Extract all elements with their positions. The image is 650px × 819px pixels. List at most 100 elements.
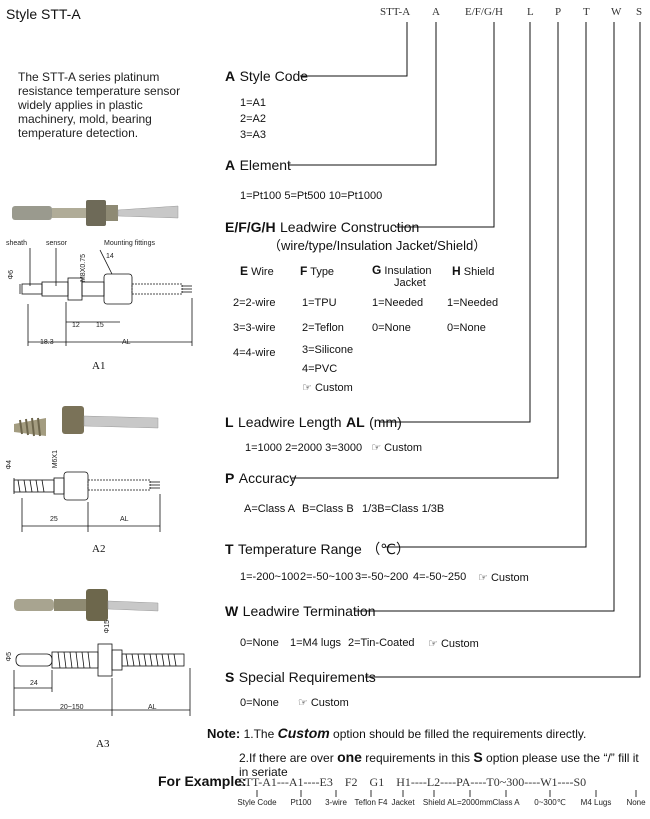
example-cap-jacket: Jacket bbox=[391, 798, 415, 807]
note-line1-a: 1.The bbox=[243, 727, 278, 741]
a3-dim-24: 24 bbox=[30, 680, 38, 687]
section-termination: W Leadwire Termination bbox=[225, 603, 376, 621]
section-style-code: A Style Code bbox=[225, 68, 308, 86]
col-head-e: E Wire bbox=[240, 264, 274, 278]
accuracy-opt-2: B=Class B bbox=[302, 503, 354, 515]
code-efgh: E/F/G/H bbox=[465, 6, 503, 18]
col-h-name: Shield bbox=[463, 266, 495, 278]
example-cap-m4: M4 Lugs bbox=[580, 798, 612, 807]
note-line1-b: Custom bbox=[277, 725, 330, 741]
example-cap-none: None bbox=[626, 798, 646, 807]
section-special: S Special Requirements bbox=[225, 669, 376, 687]
a3-dim-20-150: 20~150 bbox=[60, 704, 84, 711]
leadwire-label: Leadwire Construction bbox=[280, 219, 420, 235]
length-label: Leadwire Length bbox=[238, 414, 342, 430]
temp-opt-1: 1=-200~100 bbox=[240, 571, 300, 583]
style-code-key: A bbox=[225, 68, 236, 84]
length-options: 1=1000 2=2000 3=3000 ☞ Custom bbox=[245, 441, 422, 454]
code-s: S bbox=[636, 6, 643, 18]
example-cap-al: AL=2000mm bbox=[447, 798, 493, 807]
a1-dim-14: 14 bbox=[106, 253, 114, 260]
col-e-key: E bbox=[240, 264, 249, 278]
termination-label: Leadwire Termination bbox=[242, 603, 376, 619]
example-key: For Example: bbox=[158, 773, 247, 789]
temp-key: T bbox=[225, 541, 234, 557]
section-length: L Leadwire Length AL (mm) bbox=[225, 414, 402, 432]
element-options: 1=Pt100 5=Pt500 10=Pt1000 bbox=[240, 190, 383, 202]
note-key: Note: bbox=[207, 726, 241, 741]
col-g-key: G bbox=[372, 263, 382, 277]
temp-opt-3: 3=-50~200 bbox=[355, 571, 409, 583]
a2-dim-al: AL bbox=[120, 516, 129, 523]
length-key: L bbox=[225, 414, 234, 430]
col-f-opt-4: 4=PVC bbox=[302, 363, 338, 375]
style-code-opt-3: 3=A3 bbox=[240, 129, 266, 141]
col-head-g: G Insulation Jacket bbox=[372, 264, 432, 289]
pointing-hand-icon: ☞ bbox=[428, 638, 438, 650]
col-f-opt-2: 2=Teflon bbox=[302, 322, 344, 334]
a1-dim-12: 12 bbox=[72, 322, 80, 329]
col-f-name: Type bbox=[310, 266, 335, 278]
termination-opt-1: 0=None bbox=[240, 637, 279, 649]
page-title: Style STT-A bbox=[6, 6, 81, 22]
example-code: STT-A1---A1----E3 F2 G1 H1----L2----PA--… bbox=[238, 775, 587, 789]
col-head-h: H Shield bbox=[452, 264, 494, 278]
note-line2-c: requirements in this bbox=[361, 751, 474, 765]
example-cap-style-code: Style Code bbox=[237, 798, 277, 807]
temp-unit: （℃） bbox=[366, 541, 410, 557]
special-label: Special Requirements bbox=[238, 669, 376, 685]
a3-photo bbox=[14, 589, 159, 621]
code-p: P bbox=[555, 6, 562, 18]
col-h-opt-2: 0=None bbox=[447, 322, 486, 334]
section-accuracy: P Accuracy bbox=[225, 470, 296, 488]
a1-callout-sensor: sensor bbox=[46, 240, 68, 247]
note-line2-b: one bbox=[337, 749, 362, 765]
element-key: A bbox=[225, 157, 236, 173]
col-e-opt-1: 2=2-wire bbox=[233, 297, 276, 309]
element-label: Element bbox=[239, 157, 291, 173]
note-line-1: Note: 1.The Custom option should be fill… bbox=[207, 725, 586, 741]
length-unit: (mm) bbox=[369, 414, 402, 430]
col-g-opt-2: 0=None bbox=[372, 322, 411, 334]
pointing-hand-icon: ☞ bbox=[302, 382, 312, 394]
section-temp: T Temperature Range （℃） bbox=[225, 539, 410, 559]
leadwire-key: E/F/G/H bbox=[225, 219, 276, 235]
col-g-name: Insulation bbox=[384, 265, 432, 277]
example-cap-pt100: Pt100 bbox=[290, 798, 312, 807]
temp-opt-4: 4=-50~250 bbox=[413, 571, 467, 583]
example-cap-class-a: Class A bbox=[492, 798, 520, 807]
col-f-opt-custom: ☞ Custom bbox=[302, 381, 353, 394]
accuracy-label: Accuracy bbox=[238, 470, 297, 486]
termination-opt-3: 2=Tin-Coated bbox=[348, 637, 415, 649]
pointing-hand-icon: ☞ bbox=[478, 572, 488, 584]
a3-dim-al: AL bbox=[148, 704, 157, 711]
note-line-2: 2.If there are over one requirements in … bbox=[239, 749, 650, 779]
intro-text: The STT-A series platinum resistance tem… bbox=[18, 70, 181, 140]
col-e-name: Wire bbox=[251, 266, 274, 278]
style-code-opt-1: 1=A1 bbox=[240, 97, 266, 109]
example-cap-shield: Shield bbox=[422, 798, 446, 807]
example-cap-3wire: 3-wire bbox=[325, 798, 347, 807]
col-head-f: F Type bbox=[300, 264, 334, 278]
length-options-text: 1=1000 2=2000 3=3000 bbox=[245, 442, 363, 454]
note-line2-d: S bbox=[473, 749, 483, 765]
code-t: T bbox=[583, 6, 590, 18]
pointing-hand-icon: ☞ bbox=[297, 697, 308, 709]
temp-label: Temperature Range bbox=[238, 541, 362, 557]
special-key: S bbox=[225, 669, 235, 685]
note-line2-e: option please use the “/” fill it in ser… bbox=[239, 751, 639, 779]
section-element: A Element bbox=[225, 157, 291, 175]
section-leadwire: E/F/G/H Leadwire Construction bbox=[225, 219, 419, 237]
col-f-opt-3: 3=Silicone bbox=[302, 344, 354, 356]
a2-drawing bbox=[13, 471, 161, 532]
a1-label: A1 bbox=[92, 360, 106, 372]
termination-custom: ☞ Custom bbox=[428, 637, 479, 650]
col-g-opt-1: 1=Needed bbox=[372, 297, 424, 309]
termination-custom-label: Custom bbox=[440, 638, 479, 650]
special-options: 0=None ☞ Custom bbox=[240, 696, 349, 709]
a3-drawing bbox=[13, 643, 191, 716]
a1-dim-18: 18.3 bbox=[40, 339, 54, 346]
a1-photo bbox=[12, 200, 179, 226]
col-f-custom-label: Custom bbox=[314, 382, 353, 394]
col-e-opt-2: 3=3-wire bbox=[233, 322, 276, 334]
